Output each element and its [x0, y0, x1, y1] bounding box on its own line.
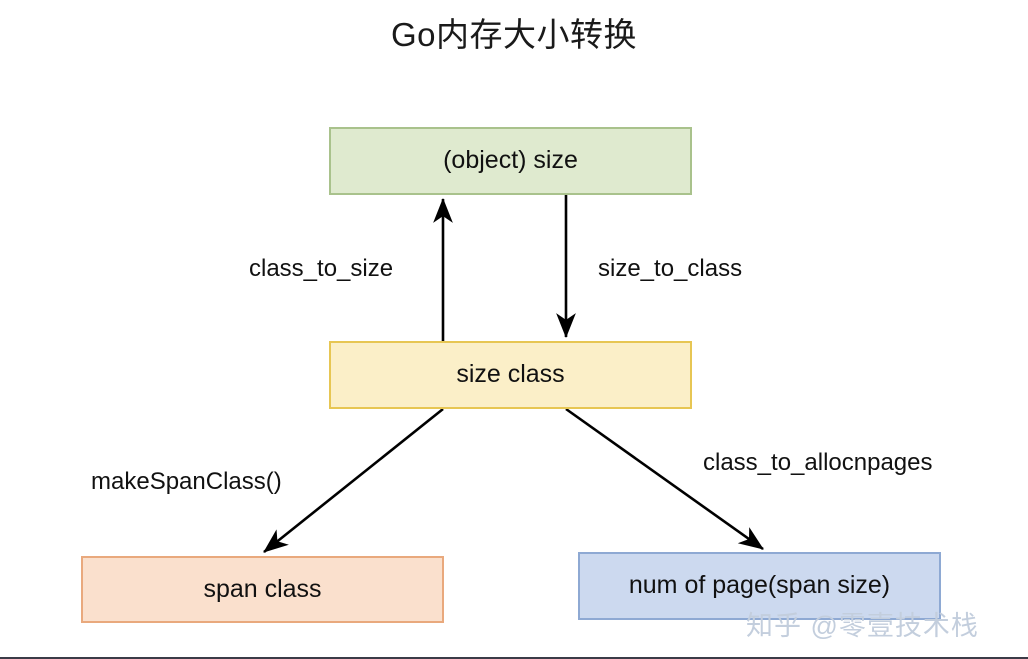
watermark: 知乎 @零壹技术栈 [746, 611, 979, 641]
bottom-divider [0, 657, 1028, 659]
edge-label-size-to-class: size_to_class [598, 255, 743, 282]
arrow-make-span-class [263, 407, 444, 554]
node-num-of-page[interactable]: num of page(span size) [578, 552, 941, 620]
edge-label-make-span-class: makeSpanClass() [91, 468, 282, 495]
arrow-class-to-allocnpages [565, 407, 764, 551]
node-size-class[interactable]: size class [329, 341, 692, 409]
node-object-size[interactable]: (object) size [329, 127, 692, 195]
edge-label-class-to-size: class_to_size [249, 255, 394, 282]
page-title: Go内存大小转换 [390, 16, 638, 53]
node-span-class[interactable]: span class [81, 556, 444, 623]
edge-label-class-to-allocnpages: class_to_allocnpages [703, 449, 933, 476]
